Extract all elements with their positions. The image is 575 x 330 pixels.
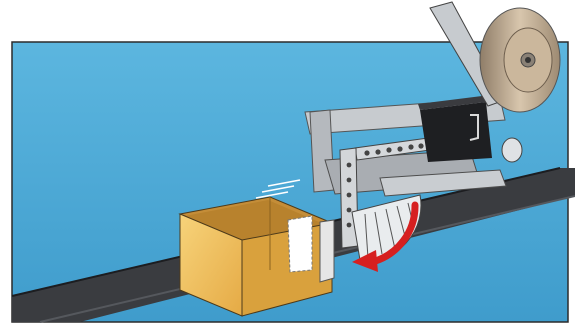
roll-hub-center xyxy=(525,57,531,63)
applied-label xyxy=(288,216,312,272)
label-strip xyxy=(320,220,334,282)
guide-roller xyxy=(502,138,522,162)
drive-block xyxy=(420,102,492,162)
